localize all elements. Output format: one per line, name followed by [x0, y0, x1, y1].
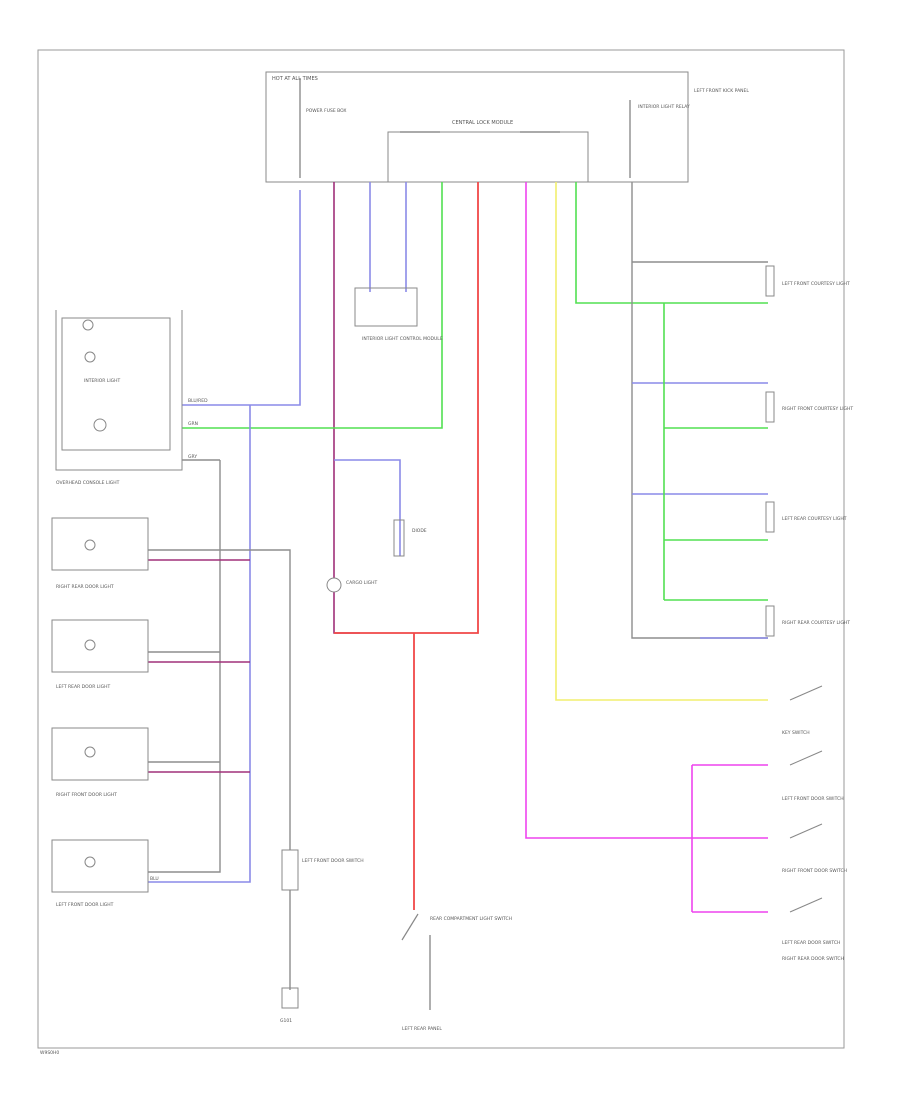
switch-lr-label: LEFT REAR DOOR SWITCH — [782, 940, 840, 946]
wire-gray-lamp-bus — [631, 182, 768, 639]
wire-gray-rr — [148, 549, 291, 850]
door-switch-left-label: LEFT FRONT DOOR SWITCH — [302, 858, 364, 864]
lamp-lf: LEFT FRONT COURTESY LIGHT — [765, 265, 850, 297]
wire-label-blu-red: BLU/RED — [188, 398, 208, 404]
cargo-light: CARGO LIGHT — [326, 577, 378, 593]
lamp-lr-label: LEFT REAR COURTESY LIGHT — [782, 516, 847, 522]
lamp-rr-icon — [765, 605, 775, 637]
switch-rf-symbol — [789, 823, 823, 839]
door-lamp-lr: LEFT REAR DOOR LIGHT — [51, 619, 149, 690]
door-lamp-lf-label: LEFT FRONT DOOR LIGHT — [56, 902, 114, 908]
door-lamp-rf-outline — [51, 727, 149, 781]
control-unit-label: CENTRAL LOCK MODULE — [452, 120, 513, 126]
switch-lr-symbol — [789, 897, 823, 913]
hot-box-outline — [265, 71, 689, 183]
door-switch-left: LEFT FRONT DOOR SWITCH G101 — [280, 849, 364, 1024]
front-switch-panel: INTERIOR LIGHT OVERHEAD CONSOLE LIGHT — [55, 310, 183, 486]
diode-symbol — [393, 519, 405, 557]
door-lamp-rr-outline — [51, 517, 149, 571]
front-switch-caption: OVERHEAD CONSOLE LIGHT — [56, 480, 120, 486]
wire-label-grn: GRN — [188, 421, 198, 427]
door-lamp-lr-label: LEFT REAR DOOR LIGHT — [56, 684, 110, 690]
switch-lf-symbol — [789, 750, 823, 766]
door-lamp-lf: LEFT FRONT DOOR LIGHT — [51, 839, 149, 908]
door-lamp-lf-icon — [84, 856, 96, 868]
door-lamp-rr: RIGHT REAR DOOR LIGHT — [51, 517, 149, 590]
door-lamp-lr-icon — [84, 639, 96, 651]
front-switch-inner — [61, 317, 171, 451]
lamp-rf: RIGHT FRONT COURTESY LIGHT — [765, 391, 853, 423]
diagram-frame — [37, 49, 845, 1049]
bottom-switch-symbol — [401, 913, 419, 941]
door-lamp-lf-outline — [51, 839, 149, 893]
wire-label-gry: GRY — [188, 454, 197, 460]
wire-red-power — [334, 182, 479, 634]
door-lamp-rf-label: RIGHT FRONT DOOR LIGHT — [56, 792, 117, 798]
switch-lf-label: LEFT FRONT DOOR SWITCH — [782, 796, 844, 802]
switch-key-label: KEY SWITCH — [782, 730, 810, 736]
bottom-ground-label: LEFT REAR PANEL — [402, 1026, 442, 1032]
lamp-rr-label: RIGHT REAR COURTESY LIGHT — [782, 620, 850, 626]
diode: DIODE — [393, 519, 427, 557]
interior-light-module-label: INTERIOR LIGHT CONTROL MODULE — [362, 336, 443, 342]
wire-purple-main — [333, 182, 360, 634]
bottom-switch-label: REAR COMPARTMENT LIGHT SWITCH — [430, 916, 512, 922]
front-switch-outline — [55, 310, 183, 471]
switch-rr-label: RIGHT REAR DOOR SWITCH — [782, 956, 844, 962]
hot-box-title: HOT AT ALL TIMES — [272, 76, 318, 82]
door-lamp-rr-label: RIGHT REAR DOOR LIGHT — [56, 584, 114, 590]
ground-left-symbol — [281, 987, 299, 1009]
front-lamp-c-icon — [93, 418, 107, 432]
front-lamp-a-icon — [82, 319, 94, 331]
wire-blue-vertical — [148, 405, 251, 883]
interior-light-module: INTERIOR LIGHT CONTROL MODULE — [354, 287, 443, 342]
ground-left-label: G101 — [280, 1018, 292, 1024]
hot-box: HOT AT ALL TIMES LEFT FRONT KICK PANEL C… — [265, 71, 749, 183]
switch-rf-label: RIGHT FRONT DOOR SWITCH — [782, 868, 847, 874]
interior-light-module-outline — [354, 287, 418, 327]
lamp-rf-icon — [765, 391, 775, 423]
door-switch-left-symbol — [281, 849, 299, 891]
bottom-switch: REAR COMPARTMENT LIGHT SWITCH LEFT REAR … — [401, 913, 512, 1032]
front-switch-panel-label: INTERIOR LIGHT — [84, 378, 121, 384]
lamp-rr: RIGHT REAR COURTESY LIGHT — [765, 605, 850, 637]
wire-green-console — [182, 182, 443, 429]
wire-blue-fuse — [182, 190, 301, 406]
wire-label-blu: BLU — [150, 876, 159, 882]
control-unit-outline — [387, 131, 589, 183]
switch-key-symbol — [789, 685, 823, 701]
wire-magenta-doors — [525, 182, 768, 839]
door-lamp-rf: RIGHT FRONT DOOR LIGHT — [51, 727, 149, 798]
diagram-code: W9S0H0 — [40, 1050, 59, 1056]
switch-rf: RIGHT FRONT DOOR SWITCH — [782, 823, 847, 874]
wire-yellow-key — [555, 182, 768, 701]
wire-green-lamps — [575, 182, 768, 304]
front-lamp-b-icon — [84, 351, 96, 363]
wire-gray-vertical — [148, 460, 221, 873]
door-lamp-rr-icon — [84, 539, 96, 551]
left-fuse-note: POWER FUSE BOX — [306, 108, 346, 114]
door-lamp-lr-outline — [51, 619, 149, 673]
door-lamp-rf-icon — [84, 746, 96, 758]
cargo-light-icon — [326, 577, 342, 593]
wire-group — [148, 182, 768, 1010]
switch-key: KEY SWITCH — [782, 685, 823, 736]
lamp-lf-icon — [765, 265, 775, 297]
switch-lf: LEFT FRONT DOOR SWITCH — [782, 750, 844, 802]
lamp-lf-label: LEFT FRONT COURTESY LIGHT — [782, 281, 850, 287]
diode-label: DIODE — [412, 528, 427, 534]
wire-blue-diode — [334, 459, 401, 556]
lamp-lr: LEFT REAR COURTESY LIGHT — [765, 501, 847, 533]
right-relay-note: INTERIOR LIGHT RELAY — [638, 104, 690, 110]
hot-box-side-label: LEFT FRONT KICK PANEL — [694, 88, 749, 94]
lamp-lr-icon — [765, 501, 775, 533]
switch-lr: LEFT REAR DOOR SWITCH — [782, 897, 840, 946]
lamp-rf-label: RIGHT FRONT COURTESY LIGHT — [782, 406, 853, 412]
cargo-light-label: CARGO LIGHT — [346, 580, 378, 586]
